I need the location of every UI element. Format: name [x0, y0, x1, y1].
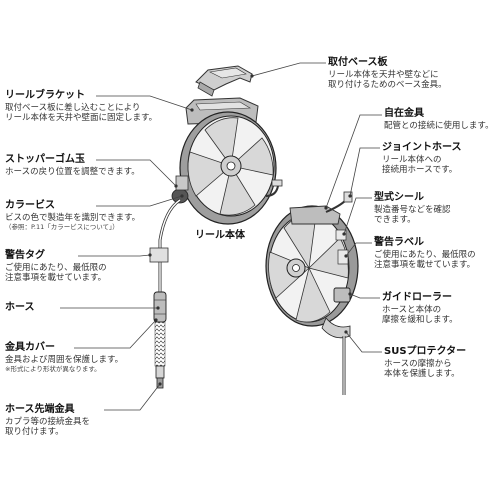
callout-line: リール本体を天井や壁などに [328, 69, 439, 80]
callout-title: 金具カバー [5, 342, 55, 353]
base-plate-illustration [195, 65, 253, 97]
callout-line: ホースの戻り位置を調整できます。 [5, 166, 140, 177]
callout-line: できます。 [374, 215, 416, 226]
callout-line: 接続用ホースです。 [382, 165, 458, 176]
callout-line: 取付ベース板に差し込むことにより [5, 102, 141, 113]
callout-title: 自在金具 [384, 108, 424, 119]
callout-line: リール本体への [382, 154, 442, 165]
callout-title: リールブラケット [5, 90, 85, 101]
hose-illustration [149, 198, 181, 389]
callout-line: カプラ等の接続金具を [5, 416, 91, 427]
callout-line: ご使用にあたり、最低限の [5, 262, 107, 273]
callout-title: 警告タグ [5, 250, 45, 261]
reel-back-illustration [265, 191, 359, 395]
callout-line: 取り付けます。 [5, 427, 64, 438]
callout-title: ストッパーゴム玉 [5, 154, 85, 165]
callout-line: 注意事項を載せています。 [374, 260, 476, 271]
callout-line: ホースと本体の [382, 304, 442, 315]
callout-line: 本体を保護します。 [384, 369, 460, 380]
callout-stopper: ストッパーゴム玉 ホースの戻り位置を調整できます。 [5, 154, 140, 177]
callout-guide-roller: ガイドローラー ホースと本体の 摩擦を緩和します。 [382, 292, 458, 326]
callout-line: 配管との接続に使用します。 [384, 120, 494, 131]
callout-title: 警告ラベル [374, 237, 424, 248]
callout-line: 製造番号などを確認 [374, 204, 451, 215]
callout-color-screw: カラービス ビスの色で製造年を識別できます。 （参照：P.11「カラービスについ… [5, 200, 140, 231]
callout-line: 取り付けるためのベース金具。 [328, 80, 447, 91]
callout-title: SUSプロテクター [384, 346, 467, 357]
callout-line: リール本体を天井や壁面に固定します。 [5, 113, 158, 124]
callout-swivel: 自在金具 配管との接続に使用します。 [384, 108, 494, 131]
callout-title: ホース先端金具 [5, 404, 75, 415]
callout-line: 摩擦を緩和します。 [382, 315, 458, 326]
callout-fitting-cover: 金具カバー 金具および周囲を保護します。 ※形式により形状が異なります。 [5, 342, 123, 373]
callout-line: 注意事項を載せています。 [5, 273, 107, 284]
callout-hose-end: ホース先端金具 カプラ等の接続金具を 取り付けます。 [5, 404, 90, 438]
callout-model-seal: 型式シール 製造番号などを確認 できます。 [374, 192, 451, 226]
callout-title: 型式シール [374, 192, 424, 203]
callout-warning-label: 警告ラベル ご使用にあたり、最低限の 注意事項を載せています。 [374, 237, 476, 271]
callout-title: ガイドローラー [382, 292, 452, 303]
callout-warning-tag: 警告タグ ご使用にあたり、最低限の 注意事項を載せています。 [5, 250, 107, 284]
callout-line: ご使用にあたり、最低限の [374, 249, 476, 260]
callout-line: ホースの摩擦から [384, 358, 452, 369]
leader-lines [60, 62, 382, 411]
callout-note: ※形式により形状が異なります。 [5, 365, 101, 374]
callout-joint-hose: ジョイントホース リール本体への 接続用ホースです。 [382, 142, 462, 176]
callout-title: ジョイントホース [382, 142, 462, 153]
callout-title: ホース [5, 302, 35, 313]
callout-note: （参照：P.11「カラービスについて」） [5, 223, 119, 232]
callout-base-plate: 取付ベース板 リール本体を天井や壁などに 取り付けるためのベース金具。 [328, 57, 447, 91]
callout-line: 金具および周囲を保護します。 [5, 354, 124, 365]
reel-body-title: リール本体 [195, 230, 245, 241]
callout-title: カラービス [5, 200, 55, 211]
callout-hose: ホース [5, 302, 35, 315]
callout-title: 取付ベース板 [328, 57, 388, 68]
callout-sus-protector: SUSプロテクター ホースの摩擦から 本体を保護します。 [384, 346, 466, 380]
reel-front-illustration [171, 97, 283, 225]
callout-line: ビスの色で製造年を識別できます。 [5, 212, 141, 223]
callout-reel-bracket: リールブラケット 取付ベース板に差し込むことにより リール本体を天井や壁面に固定… [5, 90, 157, 124]
